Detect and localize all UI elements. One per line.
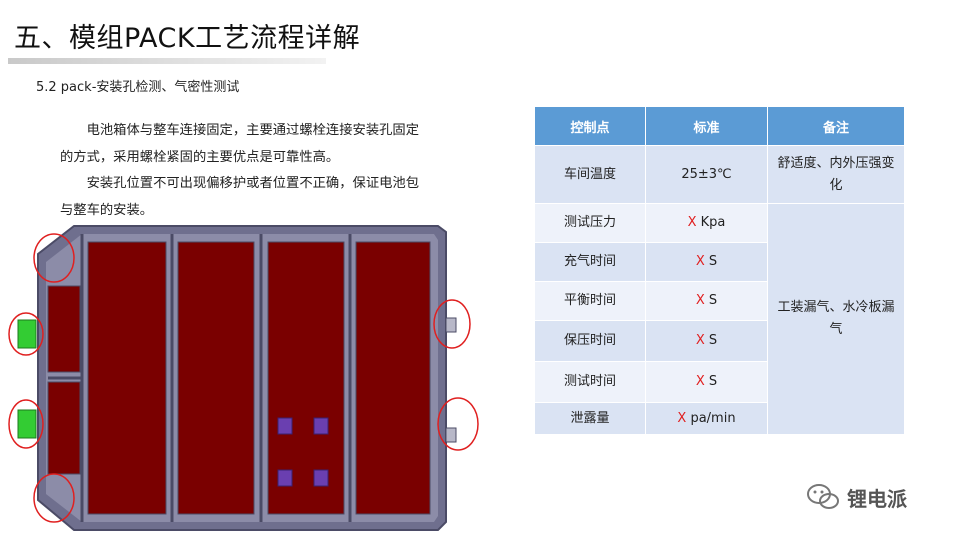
mounting-hole-markers xyxy=(8,233,479,523)
placeholder-value: X xyxy=(695,333,705,348)
control-point-cell: 车间温度 xyxy=(534,145,646,204)
standard-cell: X S xyxy=(645,281,768,321)
standard-cell: X S xyxy=(645,361,768,403)
control-point-cell: 泄露量 xyxy=(534,402,646,435)
page-title: 五、模组PACK工艺流程详解 xyxy=(14,23,361,54)
side-mount-lugs xyxy=(445,317,457,443)
table-row: 充气时间 X S xyxy=(534,242,905,282)
green-mount-brackets xyxy=(17,319,37,439)
unit: S xyxy=(704,293,718,308)
section-subtitle: 5.2 pack-安装孔检测、气密性测试 xyxy=(36,80,240,95)
table-header-row: 控制点 标准 备注 xyxy=(534,106,905,146)
unit: pa/min xyxy=(686,410,736,426)
standard-cell: X pa/min xyxy=(645,402,768,435)
title-underline xyxy=(8,58,326,64)
header-control-point: 控制点 xyxy=(534,106,646,146)
purple-connectors xyxy=(277,417,329,487)
unit: S xyxy=(704,333,718,348)
table-row: 平衡时间 X S xyxy=(534,281,905,321)
header-standard: 标准 xyxy=(645,106,768,146)
unit: S xyxy=(704,254,718,269)
control-point-cell: 保压时间 xyxy=(534,320,646,362)
placeholder-value: X xyxy=(695,254,705,269)
wechat-icon xyxy=(807,484,839,509)
unit: S xyxy=(704,374,718,389)
control-point-cell: 充气时间 xyxy=(534,242,646,282)
paragraph: 电池箱体与整车连接固定，主要通过螺栓连接安装孔固定的方式，采用螺栓紧固的主要优点… xyxy=(60,123,420,165)
control-point-cell: 平衡时间 xyxy=(534,281,646,321)
header-note: 备注 xyxy=(767,106,905,146)
standard-cell: X S xyxy=(645,242,768,282)
standard-cell: X S xyxy=(645,320,768,362)
standard-cell: X Kpa xyxy=(645,203,768,243)
placeholder-value: X xyxy=(687,215,697,230)
source-watermark: 锂电派 xyxy=(805,482,907,512)
placeholder-value: X xyxy=(677,410,687,426)
placeholder-value: X xyxy=(695,374,705,389)
battery-pack-figure xyxy=(8,225,479,531)
paragraph: 安装孔位置不可出现偏移护或者位置不正确，保证电池包与整车的安装。 xyxy=(60,176,420,218)
table-row: 测试压力 X Kpa 工装漏气、水冷板漏气 xyxy=(534,203,905,435)
airtightness-table: 控制点 标准 备注 车间温度 25±3℃ 舒适度、内外压强变化 测试压力 X K… xyxy=(534,106,905,435)
table-row: 测试时间 X S xyxy=(534,361,905,403)
unit: Kpa xyxy=(696,215,726,230)
placeholder-value: X xyxy=(695,293,705,308)
control-point-cell: 测试压力 xyxy=(534,203,646,243)
table-row: 车间温度 25±3℃ 舒适度、内外压强变化 xyxy=(534,145,905,204)
frame-rails xyxy=(48,234,352,522)
standard-cell: 25±3℃ xyxy=(645,145,768,204)
table-row: 泄露量 X pa/min xyxy=(534,402,905,435)
watermark-text: 锂电派 xyxy=(847,486,907,511)
merged-note-cell: 工装漏气、水冷板漏气 xyxy=(767,203,905,435)
cell-modules xyxy=(47,241,431,515)
note-cell: 舒适度、内外压强变化 xyxy=(767,145,905,204)
description-text: 电池箱体与整车连接固定，主要通过螺栓连接安装孔固定的方式，采用螺栓紧固的主要优点… xyxy=(60,118,430,224)
control-point-cell: 测试时间 xyxy=(534,361,646,403)
